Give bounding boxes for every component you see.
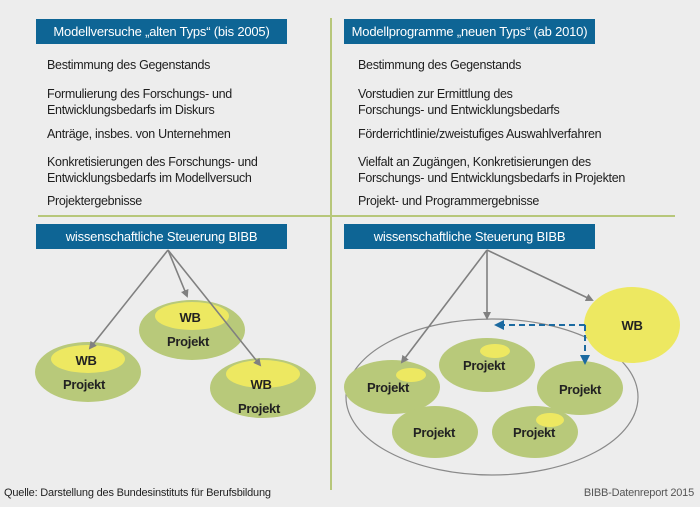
left-node-2: WB Projekt bbox=[139, 300, 245, 360]
right-item-4: Vielfalt an Zugängen, Konkretisierungen … bbox=[358, 155, 625, 185]
wb-small-ellipse bbox=[536, 413, 564, 427]
right-project-3: Projekt bbox=[537, 361, 623, 415]
wb-ellipse bbox=[51, 345, 125, 373]
right-steering-header: wissenschaftliche Steuerung BIBB bbox=[344, 224, 595, 249]
report-label: BIBB-Datenreport 2015 bbox=[583, 487, 694, 499]
right-column-header: Modellprogramme „neuen Typs“ (ab 2010) bbox=[344, 19, 595, 44]
wb-label: WB bbox=[250, 377, 271, 392]
right-project-1: Projekt bbox=[344, 360, 440, 414]
right-item-5: Projekt- und Programmergebnisse bbox=[358, 194, 540, 208]
right-item-3: Förderrichtlinie/zweistufiges Auswahlver… bbox=[358, 127, 602, 141]
arrow-to-node-1 bbox=[88, 249, 169, 350]
right-project-4: Projekt bbox=[392, 406, 478, 458]
program-ellipse bbox=[345, 318, 639, 476]
left-node-1: WB Projekt bbox=[35, 342, 141, 402]
right-arrows bbox=[400, 249, 594, 364]
arrow-to-node-2 bbox=[167, 249, 189, 298]
right-item-1: Bestimmung des Gegenstands bbox=[358, 58, 522, 72]
source-note: Quelle: Darstellung des Bundesinstituts … bbox=[4, 487, 271, 499]
project-label: Projekt bbox=[559, 382, 602, 397]
wb-label: WB bbox=[621, 318, 642, 333]
wb-dashed-arrows bbox=[494, 320, 590, 365]
right-wb-node: WB bbox=[584, 287, 680, 363]
left-arrows bbox=[88, 249, 262, 367]
wb-ellipse bbox=[155, 302, 229, 330]
project-label: Projekt bbox=[238, 401, 281, 416]
horizontal-divider-left bbox=[38, 215, 330, 217]
project-label: Projekt bbox=[413, 425, 456, 440]
wb-small-ellipse bbox=[396, 368, 426, 382]
left-item-1: Bestimmung des Gegenstands bbox=[47, 58, 211, 72]
wb-ellipse bbox=[584, 287, 680, 363]
project-label: Projekt bbox=[367, 380, 410, 395]
left-item-5: Projektergebnisse bbox=[47, 194, 142, 208]
vertical-divider bbox=[330, 18, 332, 490]
arrow-to-node-3 bbox=[167, 249, 262, 367]
left-item-3: Anträge, insbes. von Unternehmen bbox=[47, 127, 231, 141]
project-label: Projekt bbox=[513, 425, 556, 440]
right-project-5: Projekt bbox=[492, 406, 578, 458]
project-label: Projekt bbox=[167, 334, 210, 349]
wb-label: WB bbox=[179, 310, 200, 325]
arrow-to-project bbox=[400, 249, 488, 364]
wb-ellipse bbox=[226, 360, 300, 388]
left-node-3: WB Projekt bbox=[210, 358, 316, 418]
right-project-2: Projekt bbox=[439, 338, 535, 392]
project-label: Projekt bbox=[463, 358, 506, 373]
left-steering-header: wissenschaftliche Steuerung BIBB bbox=[36, 224, 287, 249]
project-label: Projekt bbox=[63, 377, 106, 392]
horizontal-divider-right bbox=[332, 215, 675, 217]
left-column-header: Modellversuche „alten Typs“ (bis 2005) bbox=[36, 19, 287, 44]
wb-small-ellipse bbox=[480, 344, 510, 358]
arrow-to-wb bbox=[486, 249, 594, 302]
wb-label: WB bbox=[75, 353, 96, 368]
